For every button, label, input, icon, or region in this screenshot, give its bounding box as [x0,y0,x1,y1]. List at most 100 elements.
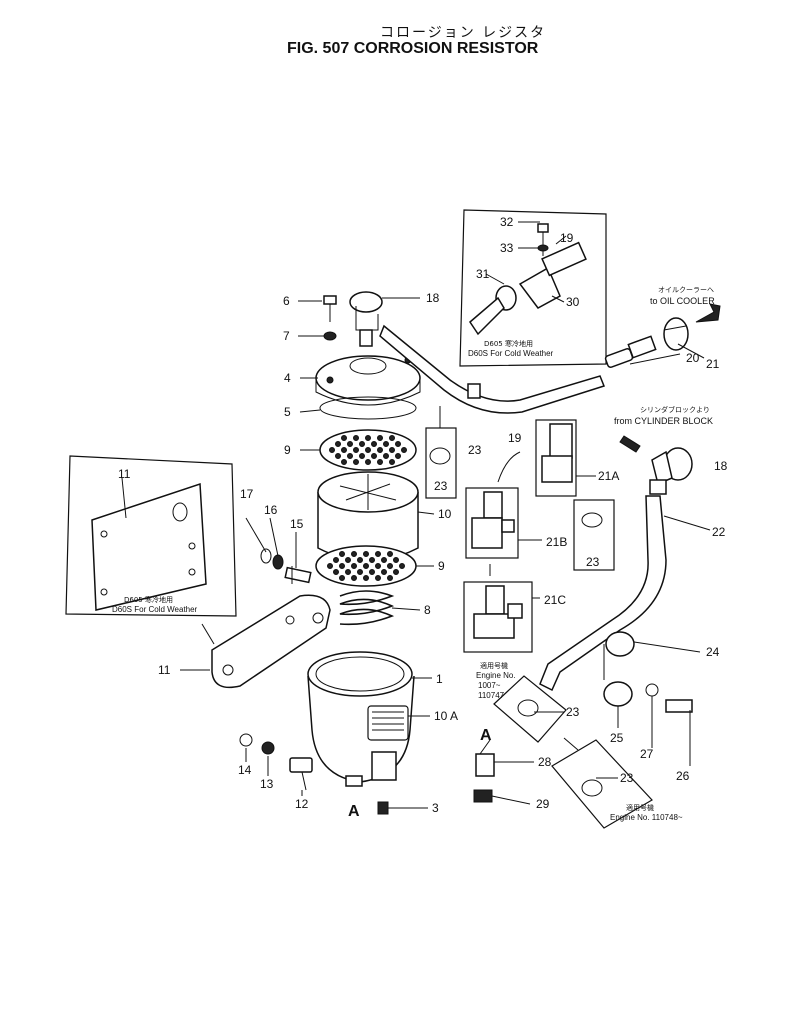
filter-hole [389,459,395,465]
label-24: 24 [706,645,720,659]
arrow-to-oil-cooler [695,303,721,323]
filter-hole [387,551,393,557]
clamp-part-25 [603,681,633,707]
filter-hole [375,551,381,557]
label-23-engine-1: 23 [566,705,580,719]
label-25: 25 [610,731,624,745]
label-17: 17 [240,487,254,501]
filter-plate-part-9-bottom [315,545,417,587]
adapter-part-21 [663,317,689,351]
filter-hole [383,453,389,459]
label-10a: 10 A [434,709,458,723]
filter-hole [353,435,359,441]
filter-hole [341,435,347,441]
bolt-part-12 [289,757,313,791]
label-28: 28 [538,755,552,769]
label-19-inset: 19 [560,231,574,245]
filter-hole [329,447,335,453]
note-cylinder-block: from CYLINDER BLOCK [614,416,713,426]
filter-hole [339,575,345,581]
case-part-1 [307,651,415,787]
note-cold-weather-2: D60S For Cold Weather [112,605,198,614]
inset-box-cold-weather-bracket [65,455,237,617]
label-16: 16 [264,503,278,517]
filter-hole [369,569,375,575]
filter-hole [341,447,347,453]
figure-title-japanese: コロージョン レジスタ [380,25,547,41]
filter-hole [387,563,393,569]
label-11-inset: 11 [118,467,131,481]
label-14: 14 [238,763,252,777]
label-27: 27 [640,747,654,761]
filter-hole [339,551,345,557]
note-cylinder-block-jp: シリンダブロックより [640,405,710,414]
filter-hole [335,441,341,447]
label-31: 31 [476,267,490,281]
bolt-part-15 [284,566,312,584]
filter-hole [365,447,371,453]
washer-part-27 [645,683,659,697]
inset-box-tee-21c [463,581,540,653]
washer-part-7 [323,331,337,341]
annotation-notes: オイルクーラーへ to OIL COOLER シリンダブロックより from C… [112,286,715,822]
filter-hole [341,459,347,465]
note-cold-weather-1: D60S For Cold Weather [468,349,554,358]
label-13: 13 [260,777,274,791]
label-6: 6 [283,294,290,308]
label-33: 33 [500,241,514,255]
filter-hole [371,441,377,447]
filter-hole [365,459,371,465]
filter-hole [375,563,381,569]
label-20: 20 [686,351,700,365]
washer-part-14 [239,733,253,747]
filter-plate-part-9-top [319,429,417,471]
filter-hole [377,447,383,453]
filter-hole [359,453,365,459]
leader-lines-right [485,221,711,805]
inset-box-clamp-23-b [573,499,615,571]
arrow-from-cylinder-block [619,435,641,453]
note-oil-cooler: to OIL COOLER [650,296,715,306]
clamp-part-24 [603,631,635,680]
label-22: 22 [712,525,726,539]
inset-box-clamp-23-a [425,406,457,499]
label-30: 30 [566,295,580,309]
label-4: 4 [284,371,291,385]
spring-part-8 [339,590,395,626]
gasket-part-5 [319,396,417,420]
filter-hole [381,569,387,575]
label-32: 32 [500,215,514,229]
label-15: 15 [290,517,304,531]
filter-hole [389,435,395,441]
note-oil-cooler-jp: オイルクーラーへ [658,286,714,294]
label-11: 11 [158,663,171,677]
filter-hole [377,459,383,465]
link-line-engine-boxes [563,737,579,751]
note-engine-range-2: Engine No. 110748~ [610,813,683,822]
filter-hole [359,441,365,447]
label-23-inset-b: 23 [586,555,600,569]
label-7: 7 [283,329,290,343]
filter-hole [335,453,341,459]
filter-hole [339,563,345,569]
filter-hole [357,569,363,575]
marker-a-fitting: A [480,727,492,744]
inset-box-elbow-21a [535,419,596,497]
label-1: 1 [436,672,443,686]
label-29: 29 [536,797,550,811]
filter-hole [347,453,353,459]
label-12: 12 [295,797,309,811]
label-9-top: 9 [284,443,291,457]
label-23-engine-2: 23 [620,771,634,785]
label-23-pipe: 23 [468,443,482,457]
inset-box-engine-range-2 [551,739,653,829]
note-engine-range-1-label: Engine No. [476,671,516,680]
hose-clamp-part-23-top [467,383,481,399]
filter-hole [351,575,357,581]
filter-hole [347,441,353,447]
filter-hole [351,563,357,569]
figure-title: FIG. 507 CORROSION RESISTOR [287,40,539,57]
note-engine-range-1-start: 1007~ [478,681,501,690]
label-23-inset-a: 23 [434,479,448,493]
part-number-labels: 1 3 4 5 6 7 8 9 9 10 10 A 11 11 12 13 14… [118,215,728,820]
